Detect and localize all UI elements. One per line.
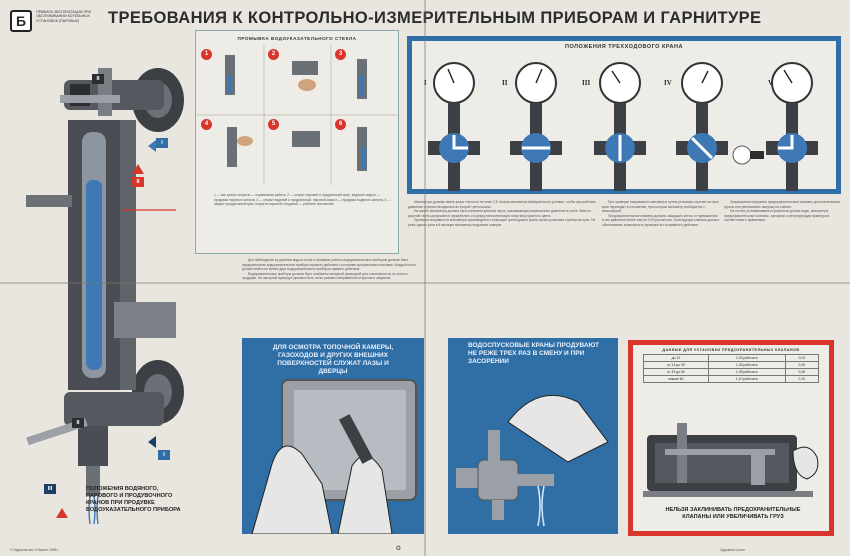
text-paragraph: Для наблюдения за уровнем воды в котле и…: [242, 258, 416, 272]
drain-drawing: [456, 394, 609, 527]
text-paragraph: При проверке исправности манометра путем…: [602, 200, 719, 214]
step-number: 2: [268, 49, 279, 60]
table-cell: от 39 до 60: [643, 368, 709, 376]
safety-valve-caption: НЕЛЬЗЯ ЗАКЛИНИВАТЬ ПРЕДОХРАНИТЕЛЬНЫЕ КЛА…: [665, 507, 801, 520]
position-marker: II: [132, 177, 144, 187]
position-marker: II: [72, 418, 84, 428]
valve-panel-header: ПОЛОЖЕНИЯ ТРЕХХОДОВОГО КРАНА: [565, 44, 683, 50]
valve-position-label: IV: [664, 79, 672, 87]
water-gauge-illustration: II I II II I III: [8, 40, 194, 530]
table-cell: 1,10 рабочего: [707, 375, 786, 383]
table-cell: 0,10: [784, 375, 820, 383]
water-gauge-drawing: [26, 68, 184, 525]
table-cell: 1,03 рабочего: [707, 354, 786, 362]
valve-position-label: III: [582, 79, 591, 87]
inspection-panel: ДЛЯ ОСМОТРА ТОПОЧНОЙ КАМЕРЫ, ГАЗОХОДОВ И…: [242, 338, 424, 534]
table-cell: 1,05 рабочего: [707, 361, 786, 369]
table-cell: до 13: [643, 354, 709, 362]
three-way-valve-panel: ПОЛОЖЕНИЯ ТРЕХХОДОВОГО КРАНА I II III: [407, 36, 841, 194]
text-paragraph: Водоуказательные приборы должны быть сна…: [242, 271, 408, 281]
series-text: Правила эксплуатации при обслуживании ко…: [36, 10, 92, 23]
table-cell: от 13 до 39: [643, 361, 709, 369]
fold-line-vertical: [424, 0, 426, 556]
text-paragraph: Манометры должны иметь класс точности не…: [408, 200, 596, 209]
position-marker: II: [92, 74, 104, 84]
glass-washing-panel: ПРОМЫВКА ВОДОУКАЗАТЕЛЬНОГО СТЕКЛА 1 2 3 …: [195, 30, 399, 254]
position-marker: III: [44, 484, 56, 494]
inspection-drawing: [251, 379, 417, 534]
fold-line-horizontal: [0, 282, 850, 284]
step-number: 1: [201, 49, 212, 60]
right-text-column-1: При проверке исправности манометра путем…: [602, 200, 720, 340]
table-cell: 0,08: [784, 368, 820, 376]
valve-position-label: I: [424, 79, 427, 87]
step-number: 6: [335, 119, 346, 130]
table-cell: свыше 60: [643, 375, 709, 383]
text-paragraph: На шкале манометра должна быть нанесена …: [408, 209, 591, 218]
text-paragraph: На котлах устанавливаются указатели уров…: [724, 209, 830, 223]
middle-text-column: Для наблюдения за уровнем воды в котле и…: [242, 258, 422, 336]
middle-text-column: Манометры должны иметь класс точности не…: [408, 200, 603, 334]
table-cell: 0,05: [784, 361, 820, 369]
publisher-logo: Б: [10, 10, 32, 32]
text-paragraph: Предохранительные клапаны должны защищат…: [602, 213, 720, 227]
glass-washing-steps-drawing: [197, 45, 399, 185]
footer-left: © Издательство «Плакат» 1985 г.: [10, 548, 60, 552]
poster-title: ТРЕБОВАНИЯ К КОНТРОЛЬНО-ИЗМЕРИТЕЛЬНЫМ ПР…: [108, 9, 762, 27]
glass-washing-text: 1 — все краны открыты — нормальная работ…: [214, 193, 391, 207]
valve-position-label: II: [502, 79, 508, 87]
valve-positions-drawing: [428, 62, 818, 191]
safety-valve-panel: ДАННЫЕ ДЛЯ УСТАНОВКИ ПРЕДОХРАНИТЕЛЬНЫХ К…: [628, 340, 834, 536]
text-paragraph: Запрещается нагружать предохранительные …: [724, 200, 840, 209]
position-marker: I: [156, 138, 168, 148]
drain-panel: ВОДОСПУСКОВЫЕ КРАНЫ ПРОДУВАЮТ НЕ РЕЖЕ ТР…: [448, 338, 618, 534]
position-marker: I: [158, 450, 170, 460]
step-number: 5: [268, 119, 279, 130]
drain-caption: ВОДОСПУСКОВЫЕ КРАНЫ ПРОДУВАЮТ НЕ РЕЖЕ ТР…: [468, 342, 600, 365]
right-text-column-2: Запрещается нагружать предохранительные …: [724, 200, 840, 340]
step-number: 4: [201, 119, 212, 130]
table-cell: 1,08 рабочего: [707, 368, 786, 376]
inspection-caption: ДЛЯ ОСМОТРА ТОПОЧНОЙ КАМЕРЫ, ГАЗОХОДОВ И…: [272, 344, 394, 375]
valve-position-label: V: [768, 79, 774, 87]
footer-right: Художник Сытин: [720, 548, 745, 552]
valve-table-title: ДАННЫЕ ДЛЯ УСТАНОВКИ ПРЕДОХРАНИТЕЛЬНЫХ К…: [662, 348, 800, 352]
table-cell: 0,03: [784, 354, 820, 362]
text-paragraph: Проверка исправности манометра производи…: [408, 218, 596, 227]
glass-washing-header: ПРОМЫВКА ВОДОУКАЗАТЕЛЬНОГО СТЕКЛА: [237, 36, 357, 41]
step-number: 3: [335, 49, 346, 60]
left-figure-caption: ПОЛОЖЕНИЯ ВОДЯНОГО, ПАРОВОГО И ПРОДУВОЧН…: [86, 486, 181, 513]
safety-valve-drawing: [643, 423, 819, 497]
footer-center: О: [396, 546, 401, 552]
